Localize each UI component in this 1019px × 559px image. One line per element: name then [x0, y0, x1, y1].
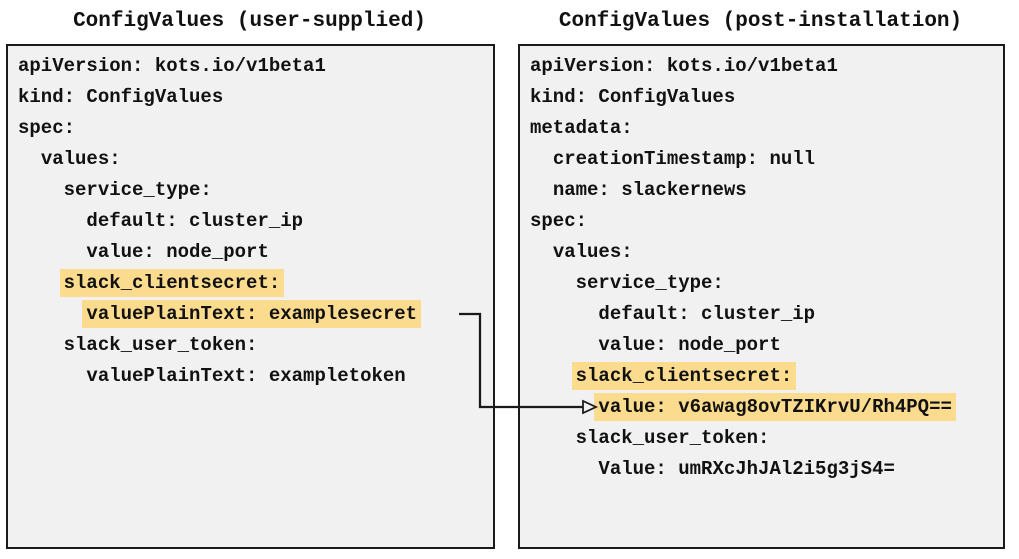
- yaml-indent: [530, 458, 598, 480]
- yaml-text: service_type:: [575, 272, 724, 294]
- yaml-text: metadata:: [530, 117, 633, 139]
- yaml-indent: [530, 303, 598, 325]
- yaml-indent: [18, 241, 86, 263]
- yaml-line: name: slackernews: [530, 175, 1003, 206]
- yaml-text-highlighted: value: v6awag8ovTZIKrvU/Rh4PQ==: [594, 393, 956, 421]
- yaml-text: apiVersion: kots.io/v1beta1: [18, 55, 326, 77]
- yaml-text: Value: umRXcJhJAl2i5g3jS4=: [598, 458, 895, 480]
- yaml-text-highlighted: valuePlainText: examplesecret: [82, 300, 422, 328]
- left-yaml-code: apiVersion: kots.io/v1beta1 kind: ConfigV…: [18, 51, 493, 392]
- yaml-text: service_type:: [63, 179, 212, 201]
- yaml-text: slack_user_token:: [63, 334, 258, 356]
- yaml-indent: [18, 179, 64, 201]
- yaml-line: value: node_port: [18, 237, 493, 268]
- yaml-line: valuePlainText: examplesecret: [18, 299, 493, 330]
- yaml-indent: [18, 148, 41, 170]
- yaml-line: values:: [530, 237, 1003, 268]
- yaml-line: slack_clientsecret:: [530, 361, 1003, 392]
- yaml-line: creationTimestamp: null: [530, 144, 1003, 175]
- yaml-line: slack_user_token:: [530, 423, 1003, 454]
- yaml-text: spec:: [530, 210, 588, 232]
- yaml-text: name: slackernews: [552, 179, 747, 201]
- yaml-indent: [530, 241, 553, 263]
- yaml-text: valuePlainText: exampletoken: [86, 365, 406, 387]
- yaml-line: apiVersion: kots.io/v1beta1: [530, 51, 1003, 82]
- yaml-line: slack_clientsecret:: [18, 268, 493, 299]
- yaml-indent: [18, 365, 86, 387]
- yaml-line: Value: umRXcJhJAl2i5g3jS4=: [530, 454, 1003, 485]
- yaml-text-highlighted: slack_clientsecret:: [571, 362, 797, 390]
- yaml-indent: [18, 210, 86, 232]
- yaml-line: metadata:: [530, 113, 1003, 144]
- yaml-indent: [18, 272, 64, 294]
- yaml-text: default: cluster_ip: [86, 210, 304, 232]
- yaml-line: value: node_port: [530, 330, 1003, 361]
- yaml-line: kind: ConfigValues: [530, 82, 1003, 113]
- yaml-line: service_type:: [18, 175, 493, 206]
- yaml-text-highlighted: slack_clientsecret:: [59, 269, 285, 297]
- yaml-indent: [530, 427, 576, 449]
- left-panel-user-supplied-config: apiVersion: kots.io/v1beta1 kind: ConfigV…: [6, 44, 495, 549]
- yaml-line: default: cluster_ip: [18, 206, 493, 237]
- yaml-line: valuePlainText: exampletoken: [18, 361, 493, 392]
- yaml-line: apiVersion: kots.io/v1beta1: [18, 51, 493, 82]
- yaml-line: spec:: [18, 113, 493, 144]
- yaml-text: values:: [552, 241, 633, 263]
- yaml-line: spec:: [530, 206, 1003, 237]
- yaml-indent: [18, 303, 86, 325]
- yaml-indent: [530, 334, 598, 356]
- yaml-indent: [18, 334, 64, 356]
- yaml-line: service_type:: [530, 268, 1003, 299]
- right-yaml-code: apiVersion: kots.io/v1beta1 kind: ConfigV…: [530, 51, 1003, 485]
- yaml-text: kind: ConfigValues: [530, 86, 736, 108]
- yaml-text: creationTimestamp: null: [552, 148, 816, 170]
- right-panel-post-installation-config: apiVersion: kots.io/v1beta1 kind: ConfigV…: [518, 44, 1005, 549]
- left-panel-title: ConfigValues (user-supplied): [73, 10, 426, 33]
- yaml-line: value: v6awag8ovTZIKrvU/Rh4PQ==: [530, 392, 1003, 423]
- yaml-indent: [530, 365, 576, 387]
- yaml-text: value: node_port: [598, 334, 781, 356]
- yaml-text: default: cluster_ip: [598, 303, 816, 325]
- yaml-text: slack_user_token:: [575, 427, 770, 449]
- yaml-indent: [530, 148, 553, 170]
- yaml-text: spec:: [18, 117, 76, 139]
- yaml-text: value: node_port: [86, 241, 269, 263]
- yaml-indent: [530, 396, 598, 418]
- yaml-text: kind: ConfigValues: [18, 86, 224, 108]
- right-panel-title: ConfigValues (post-installation): [558, 10, 963, 33]
- yaml-indent: [530, 179, 553, 201]
- yaml-line: slack_user_token:: [18, 330, 493, 361]
- yaml-text: values:: [40, 148, 121, 170]
- yaml-indent: [530, 272, 576, 294]
- yaml-text: apiVersion: kots.io/v1beta1: [530, 55, 838, 77]
- yaml-line: values:: [18, 144, 493, 175]
- yaml-line: kind: ConfigValues: [18, 82, 493, 113]
- yaml-line: default: cluster_ip: [530, 299, 1003, 330]
